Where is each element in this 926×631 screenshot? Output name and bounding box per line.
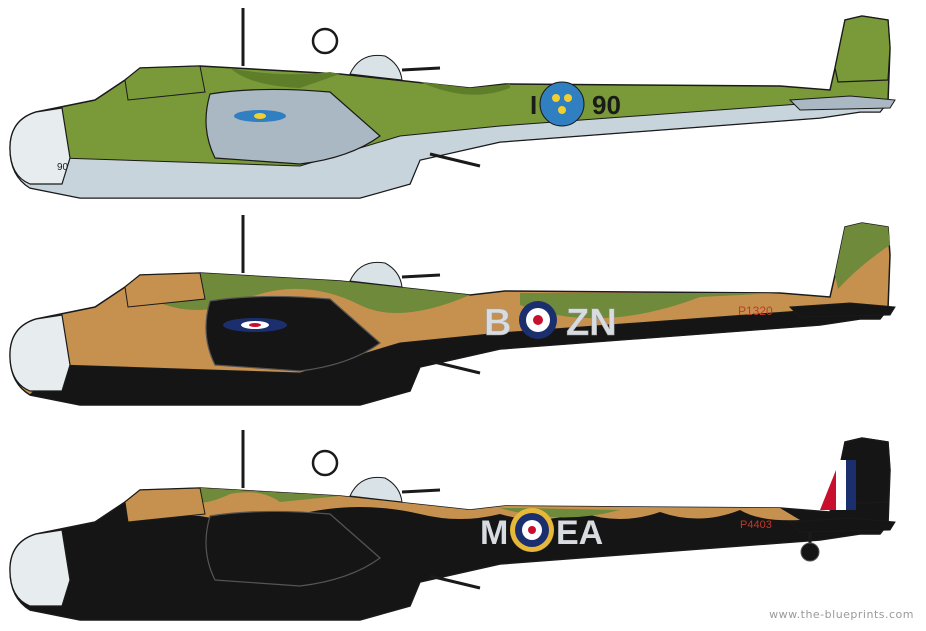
- camouflage-blotch: [420, 82, 510, 95]
- fin-flash: [820, 460, 856, 510]
- code-letter-left: M: [480, 514, 508, 552]
- df-loop-antenna: [311, 449, 339, 477]
- code-letters-right: ZN: [566, 302, 617, 344]
- gun-barrel: [429, 359, 481, 375]
- camouflage-blotch: [520, 293, 780, 319]
- aircraft-profile-raf-night: M EA P4403: [9, 430, 896, 621]
- watermark-text: www.the-blueprints.com: [769, 608, 914, 621]
- fuselage-roundel: [519, 301, 557, 339]
- nose-number: 90: [57, 162, 69, 173]
- fuselage-underside: [28, 308, 890, 406]
- gun-barrel: [429, 574, 481, 590]
- tail-fin: [834, 15, 891, 83]
- serial-number: P1320: [738, 304, 773, 318]
- fuselage-roundel: [510, 508, 554, 552]
- wing-roundel: [223, 318, 287, 332]
- camouflage-blotch: [230, 68, 340, 88]
- gun-barrel: [401, 273, 441, 279]
- gun-barrel: [401, 66, 441, 72]
- nose-glazing: [9, 529, 71, 607]
- wing-roundel: [234, 110, 286, 122]
- serial-number: P4403: [740, 519, 772, 531]
- code-letters-right: EA: [556, 514, 603, 552]
- tail-wheel: [800, 532, 820, 562]
- camouflage-blotch: [835, 223, 890, 289]
- swedish-roundel: [539, 81, 585, 127]
- nose-glazing: [9, 314, 71, 392]
- gun-barrel: [401, 488, 441, 494]
- aircraft-profile-swedish: I 90 90: [9, 8, 896, 199]
- aircraft-profile-raf-day: B ZN P1320: [9, 215, 896, 406]
- code-letter-left: B: [484, 302, 511, 344]
- df-loop-antenna: [311, 27, 339, 55]
- gun-barrel: [429, 152, 481, 168]
- code-letter-left: I: [530, 90, 537, 120]
- code-letters-right: 90: [592, 90, 621, 120]
